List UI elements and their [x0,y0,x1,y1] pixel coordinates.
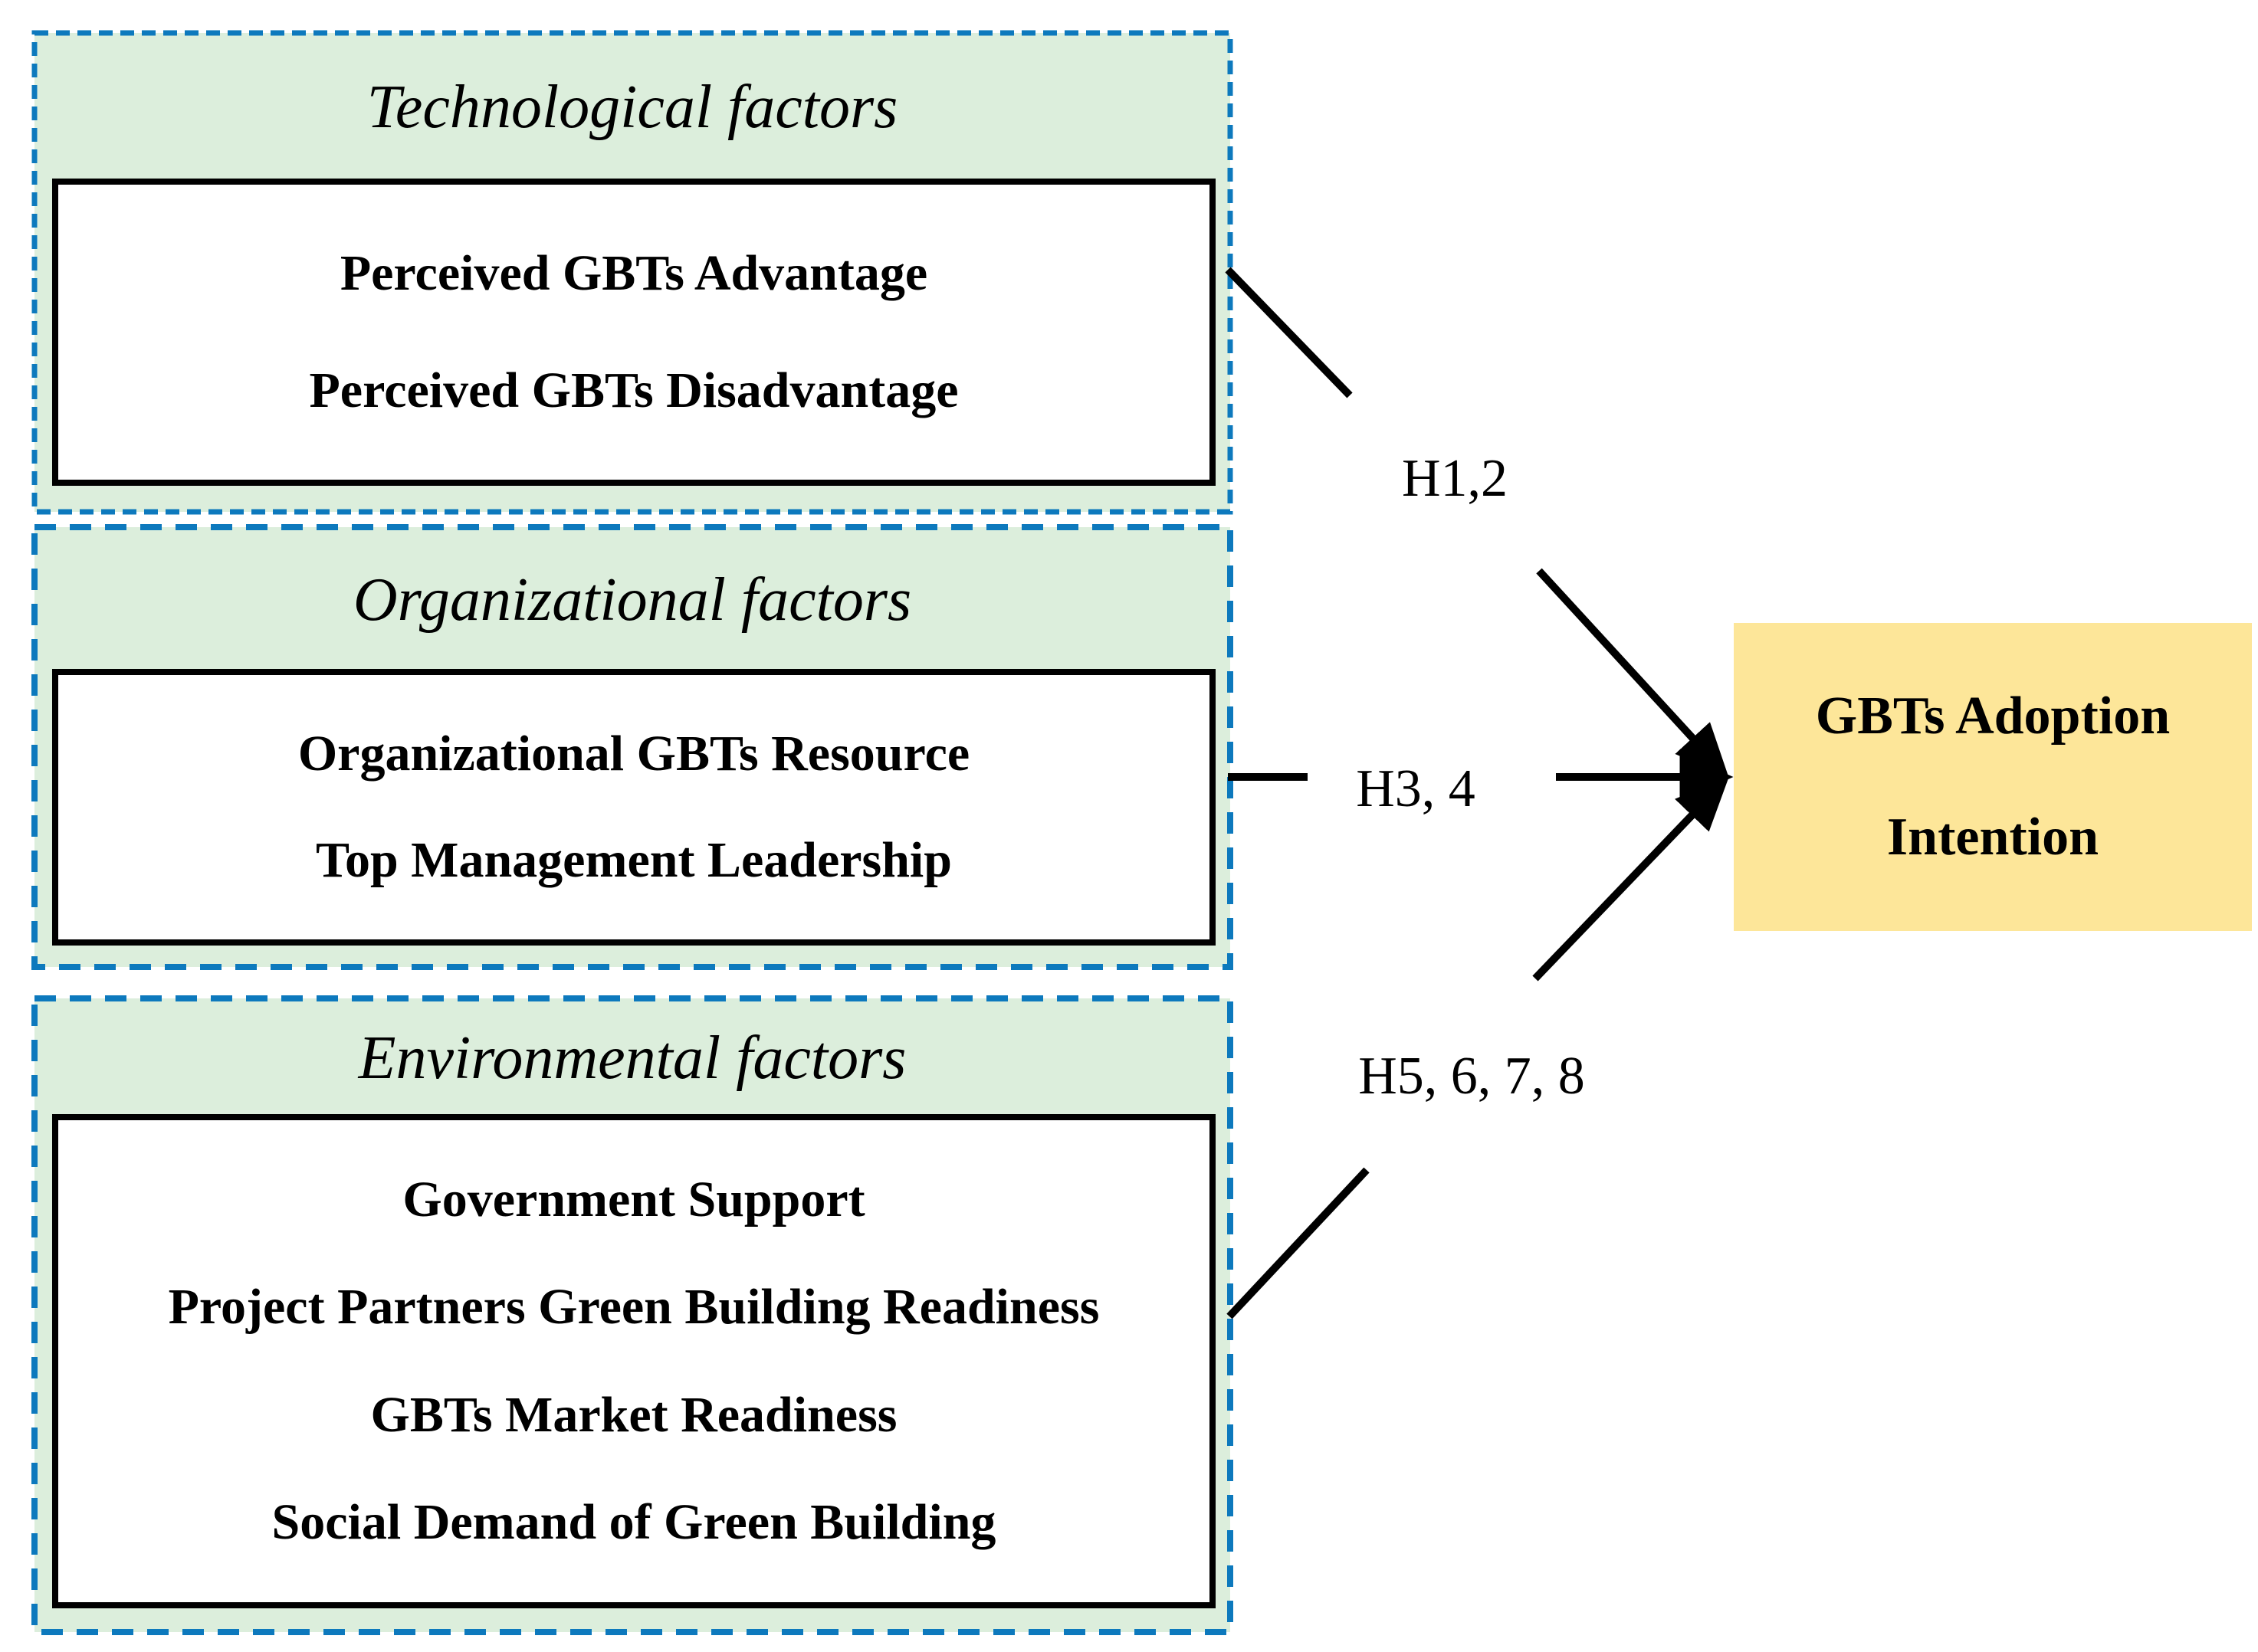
arrow-technological-segment-2 [1536,568,1729,778]
group-title-technological: Technological factors [366,74,898,141]
environmental-items-border [52,1114,1216,1608]
outcome-label-line2: Intention [1886,807,2099,867]
hypothesis-label-h1-2: H1,2 [1381,441,1528,516]
group-title-environmental: Environmental factors [358,1024,907,1092]
arrow-environmental-segment-1 [1226,1167,1370,1319]
arrow-technological-segment-1 [1225,267,1353,398]
outcome-box [1734,623,2252,931]
item-top-management-leadership: Top Management Leadership [316,832,952,889]
technological-items-list: Perceived GBTs Advantage Perceived GBTs … [55,182,1213,483]
hypothesis-label-h3-4: H3, 4 [1336,752,1495,827]
item-perceived-gbts-advantage: Perceived GBTs Advantage [340,245,928,301]
item-gbts-market-readiness: GBTs Market Readiness [370,1386,898,1443]
environmental-items-list: Government Support Project Partners Gree… [55,1117,1213,1605]
item-project-partners-green-building-readiness: Project Partners Green Building Readines… [168,1279,1100,1336]
hypothesis-label-h5-6-7-8: H5, 6, 7, 8 [1338,1039,1605,1114]
item-social-demand-of-green-building: Social Demand of Green Building [271,1494,996,1551]
outcome-label: GBTs Adoption Intention [1734,623,2252,931]
item-organizational-gbts-resource: Organizational GBTs Resource [297,725,970,782]
group-title-organizational: Organizational factors [353,565,912,634]
item-perceived-gbts-disadvantage: Perceived GBTs Disadvantage [309,362,959,418]
item-government-support: Government Support [402,1171,865,1228]
organizational-items-list: Organizational GBTs Resource Top Managem… [55,672,1213,942]
outcome-label-line1: GBTs Adoption [1815,687,2171,746]
technological-items-border [52,179,1216,486]
arrow-environmental-segment-2 [1532,776,1729,982]
organizational-items-border [52,669,1216,946]
